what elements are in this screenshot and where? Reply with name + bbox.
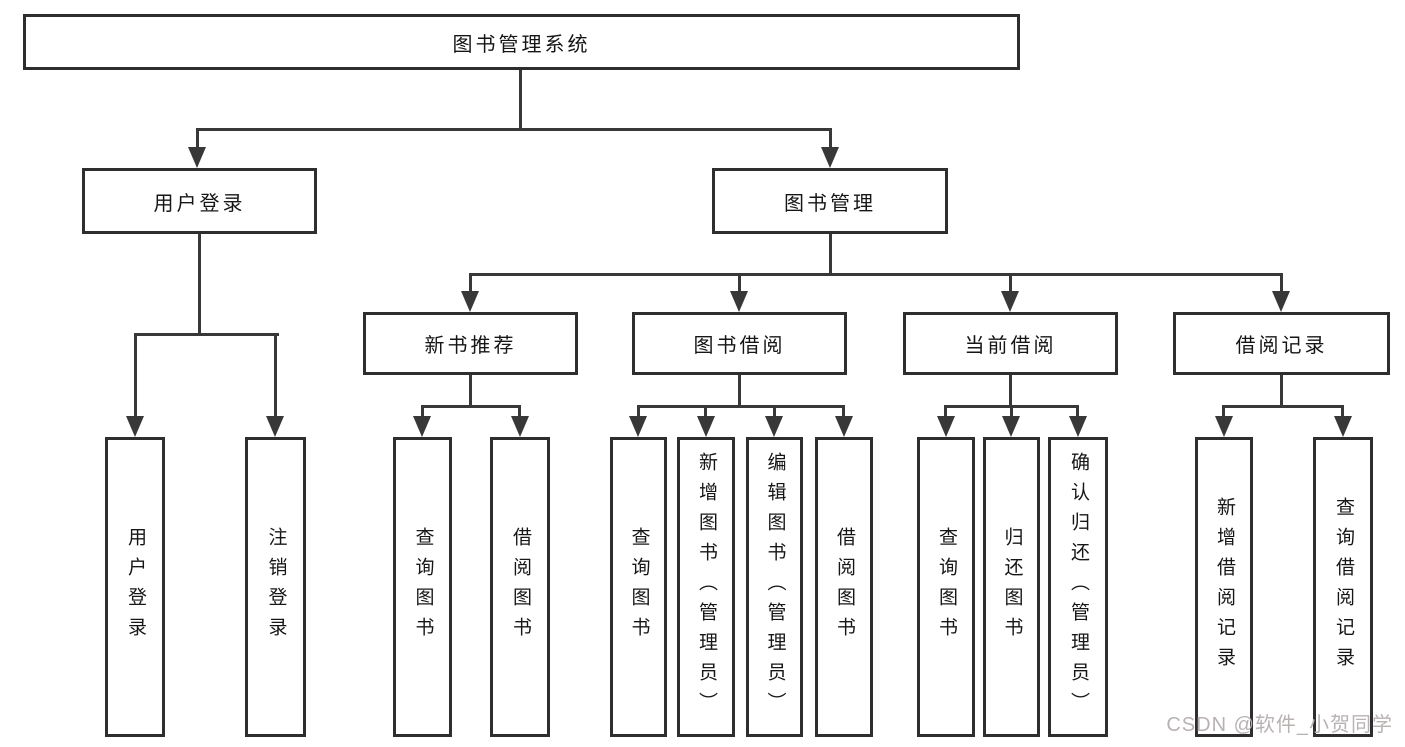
node-root-label: 图书管理系统 <box>452 33 591 56</box>
connector-line <box>196 128 199 150</box>
leaf-user-login: 用户登录 <box>105 437 165 737</box>
leaf-recommend-query-books-label: 查询图书 <box>412 527 434 647</box>
leaf-recommend-borrow-books-label: 借阅图书 <box>509 527 531 647</box>
leaf-recommend-borrow-books: 借阅图书 <box>490 437 550 737</box>
connector-line <box>469 273 472 293</box>
node-book-borrowing-label: 图书借阅 <box>693 335 786 357</box>
arrow-down-icon <box>1002 416 1020 437</box>
node-book-management: 图书管理 <box>712 168 948 234</box>
connector-line <box>944 405 947 418</box>
connector-line <box>1076 405 1079 418</box>
arrow-down-icon <box>511 416 529 437</box>
node-new-book-recommend-label: 新书推荐 <box>424 335 517 357</box>
connector-line <box>469 375 472 408</box>
watermark: CSDN @软件_小贺同学 <box>1166 714 1393 736</box>
leaf-borrowing-borrow-books: 借阅图书 <box>815 437 873 737</box>
arrow-down-icon <box>126 416 144 437</box>
arrow-down-icon <box>765 416 783 437</box>
node-user-login: 用户登录 <box>82 168 317 234</box>
leaf-records-query-record-label: 查询借阅记录 <box>1332 497 1354 677</box>
connector-line <box>738 273 741 293</box>
leaf-logout: 注销登录 <box>245 437 306 737</box>
connector-line <box>637 405 845 408</box>
connector-line <box>134 333 279 336</box>
leaf-borrowing-borrow-books-label: 借阅图书 <box>833 527 855 647</box>
arrow-down-icon <box>1069 416 1087 437</box>
leaf-user-login-label: 用户登录 <box>124 527 146 647</box>
arrow-down-icon <box>835 416 853 437</box>
arrow-down-icon <box>188 147 206 168</box>
node-book-borrowing: 图书借阅 <box>632 312 847 375</box>
arrow-down-icon <box>821 147 839 168</box>
arrow-down-icon <box>730 291 748 312</box>
leaf-current-return-books-label: 归还图书 <box>1001 527 1023 647</box>
connector-line <box>469 273 1283 276</box>
node-book-management-label: 图书管理 <box>784 192 876 215</box>
connector-line <box>1222 405 1343 408</box>
arrow-down-icon <box>697 416 715 437</box>
connector-line <box>637 405 640 418</box>
node-current-borrowing-label: 当前借阅 <box>964 335 1057 357</box>
node-borrowing-records-label: 借阅记录 <box>1235 335 1328 357</box>
leaf-borrowing-add-books-admin-label: 新增图书（管理员） <box>695 452 717 722</box>
arrow-down-icon <box>937 416 955 437</box>
connector-line <box>829 234 832 275</box>
leaf-current-query-books-label: 查询图书 <box>935 527 957 647</box>
arrow-down-icon <box>1001 291 1019 312</box>
leaf-current-confirm-return-admin: 确认归还（管理员） <box>1048 437 1108 737</box>
leaf-records-query-record: 查询借阅记录 <box>1313 437 1373 737</box>
node-current-borrowing: 当前借阅 <box>903 312 1118 375</box>
connector-line <box>773 405 776 418</box>
connector-line <box>1222 405 1225 418</box>
connector-line <box>198 234 201 335</box>
connector-line <box>738 375 741 408</box>
leaf-borrowing-edit-books-admin: 编辑图书（管理员） <box>746 437 803 737</box>
connector-line <box>829 128 832 150</box>
leaf-recommend-query-books: 查询图书 <box>393 437 452 737</box>
connector-line <box>519 70 522 130</box>
leaf-current-return-books: 归还图书 <box>983 437 1040 737</box>
connector-line <box>196 128 832 131</box>
leaf-current-confirm-return-admin-label: 确认归还（管理员） <box>1067 452 1089 722</box>
arrow-down-icon <box>629 416 647 437</box>
leaf-records-add-record-label: 新增借阅记录 <box>1213 497 1235 677</box>
leaf-borrowing-add-books-admin: 新增图书（管理员） <box>677 437 735 737</box>
leaf-borrowing-query-books-label: 查询图书 <box>628 527 650 647</box>
connector-line <box>421 405 424 418</box>
connector-line <box>1009 273 1012 293</box>
arrow-down-icon <box>1272 291 1290 312</box>
connector-line <box>1280 375 1283 408</box>
connector-line <box>704 405 707 418</box>
node-root: 图书管理系统 <box>23 14 1020 70</box>
leaf-current-query-books: 查询图书 <box>917 437 975 737</box>
leaf-logout-label: 注销登录 <box>265 527 287 647</box>
connector-line <box>421 405 521 408</box>
node-new-book-recommend: 新书推荐 <box>363 312 578 375</box>
arrow-down-icon <box>413 416 431 437</box>
arrow-down-icon <box>1215 416 1233 437</box>
connector-line <box>842 405 845 418</box>
leaf-borrowing-query-books: 查询图书 <box>610 437 667 737</box>
connector-line <box>1280 273 1283 293</box>
leaf-records-add-record: 新增借阅记录 <box>1195 437 1253 737</box>
connector-line <box>274 333 277 419</box>
connector-line <box>1009 375 1012 408</box>
node-user-login-label: 用户登录 <box>153 192 246 215</box>
arrow-down-icon <box>461 291 479 312</box>
connector-line <box>1010 405 1013 418</box>
node-borrowing-records: 借阅记录 <box>1173 312 1390 375</box>
leaf-borrowing-edit-books-admin-label: 编辑图书（管理员） <box>764 452 786 722</box>
connector-line <box>134 333 137 419</box>
connector-line <box>518 405 521 418</box>
connector-line <box>1341 405 1344 418</box>
arrow-down-icon <box>266 416 284 437</box>
arrow-down-icon <box>1334 416 1352 437</box>
